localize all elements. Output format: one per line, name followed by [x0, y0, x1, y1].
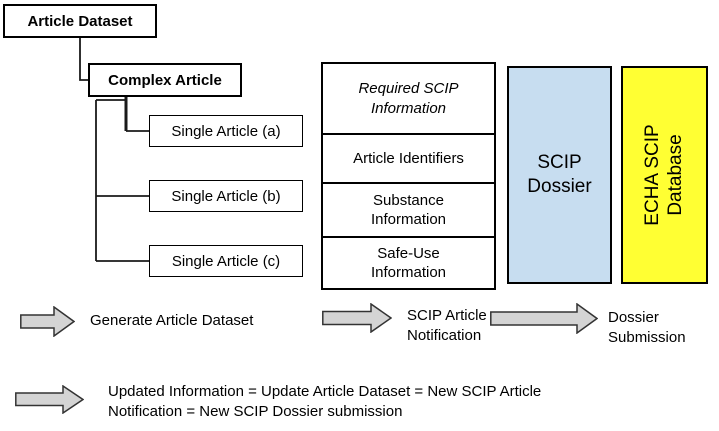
info-table-row-identifiers: Article Identifiers [323, 133, 494, 182]
info-table-row-safe-use: Safe-Use Information [323, 236, 494, 288]
update-note: Updated Information = Update Article Dat… [108, 383, 542, 420]
info-table-row-substance: Substance Information [323, 181, 494, 237]
single-article-c-box: Single Article (c) [149, 245, 303, 277]
echa-database-box: ECHA SCIP Database [621, 66, 708, 284]
info-table-header-label: Required SCIP Information [358, 80, 459, 117]
flow-arrow-icon [15, 385, 84, 414]
flow-arrow-icon [322, 303, 392, 333]
info-table-header: Required SCIP Information [323, 64, 494, 133]
flow-step-2-label: SCIP Article Notification [407, 307, 487, 344]
single-article-b-box: Single Article (b) [149, 180, 303, 212]
complex-article-box: Complex Article [88, 63, 242, 97]
echa-database-label: ECHA SCIP Database [641, 124, 686, 226]
single-article-b-label: Single Article (b) [171, 187, 281, 205]
single-article-a-box: Single Article (a) [149, 115, 303, 147]
scip-dossier-label: SCIP Dossier [527, 152, 592, 197]
info-table-row-label: Safe-Use Information [370, 244, 447, 282]
flow-arrow-icon [20, 306, 75, 337]
info-table-row-label: Article Identifiers [353, 149, 464, 167]
article-dataset-label: Article Dataset [27, 12, 133, 30]
flow-arrow-icon [490, 303, 598, 334]
single-article-c-label: Single Article (c) [171, 252, 281, 270]
flow-step-1-label: Generate Article Dataset [90, 312, 254, 329]
complex-article-label: Complex Article [108, 71, 222, 89]
scip-dossier-box: SCIP Dossier [507, 66, 612, 284]
flow-step-3-label: Dossier Submission [608, 309, 686, 346]
scip-info-table: Required SCIP Information Article Identi… [321, 62, 496, 290]
article-dataset-box: Article Dataset [3, 4, 157, 38]
info-table-row-label: Substance Information [370, 191, 447, 229]
single-article-a-label: Single Article (a) [171, 122, 281, 140]
